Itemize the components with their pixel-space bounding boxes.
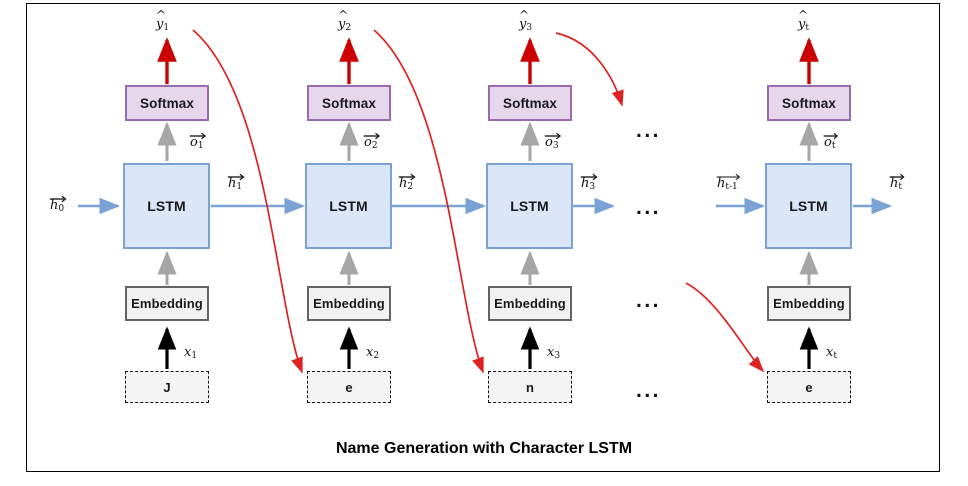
softmax-block-t2[interactable]: Softmax bbox=[307, 85, 391, 121]
ellipsis-lstm-row: ... bbox=[636, 196, 662, 219]
embedding-block-tt[interactable]: Embedding bbox=[767, 286, 851, 321]
label-h0: h0 bbox=[49, 195, 67, 214]
feedback-arrow-1 bbox=[192, 29, 303, 374]
label-yhat-1: ^y1 bbox=[156, 8, 170, 33]
lstm-block-t2[interactable]: LSTM bbox=[305, 163, 392, 249]
label-h-t-minus-1: ht-1 bbox=[716, 173, 741, 192]
softmax-block-t1[interactable]: Softmax bbox=[125, 85, 209, 121]
label-h-2: h2 bbox=[398, 173, 416, 192]
embedding-block-t1[interactable]: Embedding bbox=[125, 286, 209, 321]
label-h-t: ht bbox=[889, 173, 905, 192]
h0-sub: 0 bbox=[58, 203, 65, 214]
figure-caption: Name Generation with Character LSTM bbox=[335, 440, 633, 457]
softmax-block-t3[interactable]: Softmax bbox=[488, 85, 572, 121]
label-h-1: h1 bbox=[227, 173, 245, 192]
char-box-t3[interactable]: n bbox=[488, 371, 572, 403]
lstm-block-t3[interactable]: LSTM bbox=[486, 163, 573, 249]
feedback-arrow-2 bbox=[373, 29, 484, 374]
feedback-arrow-4 bbox=[685, 282, 765, 373]
ellipsis-embedding-row: ... bbox=[636, 289, 662, 312]
label-yhat-3: ^y3 bbox=[519, 8, 533, 33]
embedding-block-t2[interactable]: Embedding bbox=[307, 286, 391, 321]
label-h-3: h3 bbox=[580, 173, 598, 192]
lstm-block-t1[interactable]: LSTM bbox=[123, 163, 210, 249]
label-o-t: ot bbox=[823, 132, 839, 151]
label-x-3: x3 bbox=[547, 345, 561, 361]
label-x-2: x2 bbox=[366, 345, 380, 361]
char-box-tt[interactable]: e bbox=[767, 371, 851, 403]
feedback-arrow-3 bbox=[555, 32, 624, 107]
label-x-1: x1 bbox=[184, 345, 198, 361]
lstm-block-tt[interactable]: LSTM bbox=[765, 163, 852, 249]
ellipsis-softmax-row: ... bbox=[636, 119, 662, 142]
label-x-t: xt bbox=[826, 345, 837, 361]
label-o-3: o3 bbox=[544, 132, 562, 151]
char-box-t2[interactable]: e bbox=[307, 371, 391, 403]
label-yhat-2: ^y2 bbox=[338, 8, 352, 33]
label-o-2: o2 bbox=[363, 132, 381, 151]
ellipsis-char-row: ... bbox=[636, 379, 662, 402]
label-yhat-t: ^yt bbox=[798, 8, 809, 33]
char-box-t1[interactable]: J bbox=[125, 371, 209, 403]
softmax-block-tt[interactable]: Softmax bbox=[767, 85, 851, 121]
label-o-1: o1 bbox=[189, 132, 207, 151]
h0-base: h bbox=[50, 198, 59, 213]
embedding-block-t3[interactable]: Embedding bbox=[488, 286, 572, 321]
